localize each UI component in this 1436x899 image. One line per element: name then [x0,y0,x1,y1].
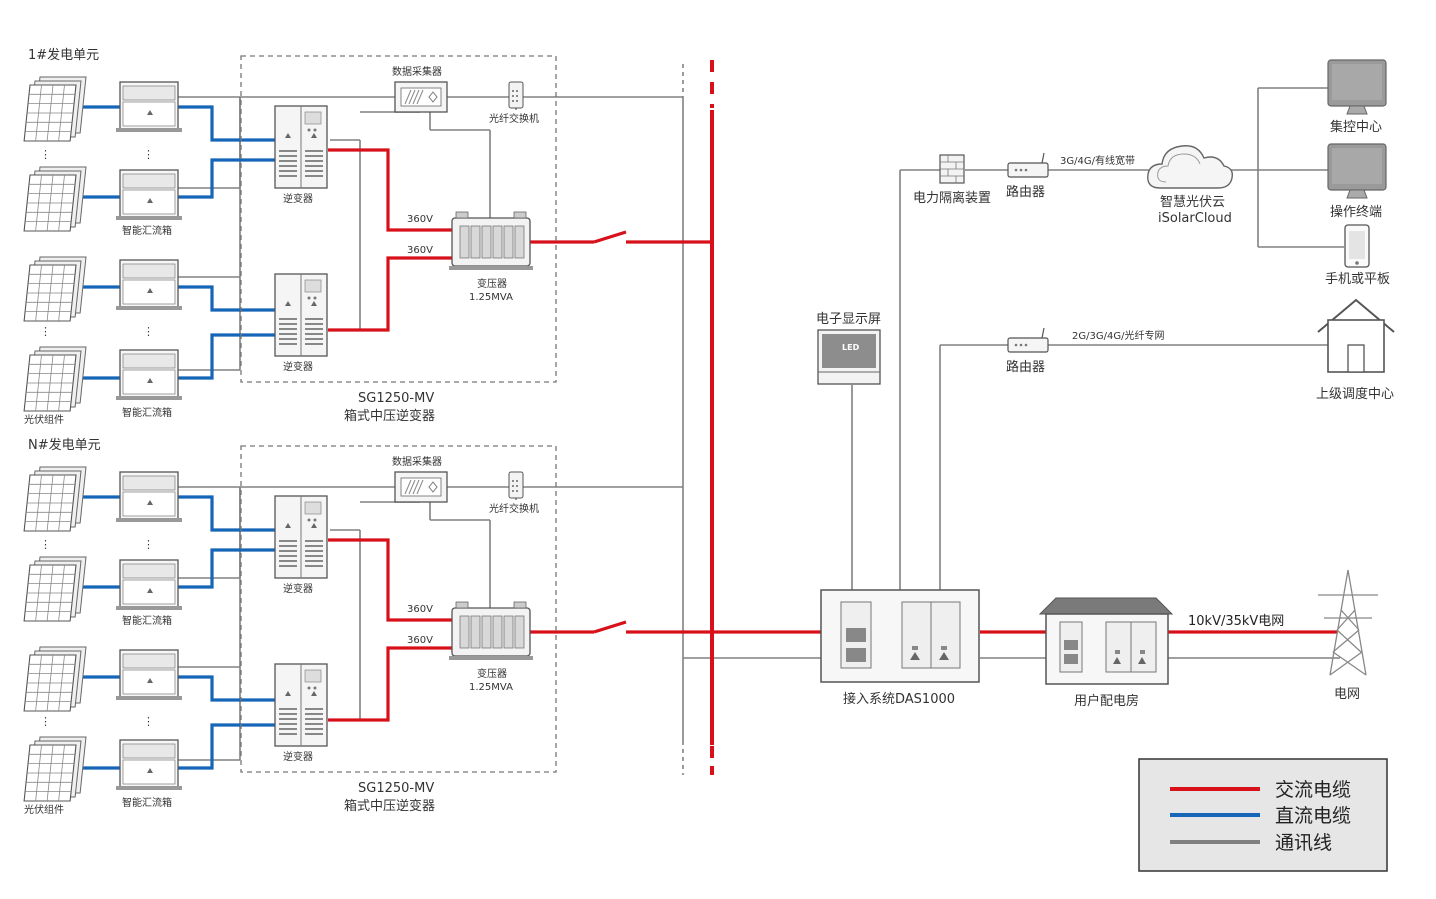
combiner-dots: ⋮ [143,325,154,338]
fiber-switch-label: 光纤交换机 [489,502,539,515]
model-label: SG1250-MV [358,391,434,406]
fiber-switch-icon [508,471,524,499]
inverter-label: 逆变器 [283,360,313,373]
dc-cable-lines [78,105,275,770]
mobile-icon [1344,224,1370,268]
pv-dots: ⋮ [40,148,51,161]
model-label: SG1250-MV [358,781,434,796]
inverter-label: 逆变器 [283,750,313,763]
led-text: LED [842,343,860,352]
pv-dots: ⋮ [40,715,51,728]
pv-dots: ⋮ [40,538,51,551]
legend-dc-label: 直流电缆 [1275,805,1351,827]
inverter-station-boundary [240,55,557,383]
monitor-icon [1327,143,1387,199]
router-label: 路由器 [1006,184,1045,200]
transformer-rating: 1.25MVA [469,682,513,693]
fiber-switch-label: 光纤交换机 [489,112,539,125]
pv-array-icon [23,76,87,412]
monitor-center-label: 集控中心 [1330,119,1382,135]
unit-title: 1#发电单元 [28,47,99,63]
generation-unit-n: N#发电单元 ⋮ ⋮ 光伏组件 ⋮ ⋮ 智能汇流箱 智能汇流箱 逆变器 逆变器 … [23,437,557,816]
operation-terminal-label: 操作终端 [1330,204,1382,220]
isolation-label: 电力隔离装置 [913,190,991,206]
collector-label: 数据采集器 [392,455,442,468]
voltage-label: 360V [407,245,433,256]
transformer-label: 变压器 [477,277,507,290]
grid-voltage-label: 10kV/35kV电网 [1188,614,1284,629]
combiner-dots: ⋮ [143,715,154,728]
unit-title: N#发电单元 [28,437,101,453]
router-icon [1007,152,1049,178]
router-label: 路由器 [1006,359,1045,375]
grid-label: 电网 [1334,687,1360,702]
tower-icon [1318,569,1378,676]
data-collector-icon [394,81,448,113]
distribution-room-icon [1038,597,1174,685]
generation-unit-1: 1#发电单元 ⋮ ⋮ 光伏组件 ⋮ ⋮ 智能汇流箱 智能汇流箱 逆变器 逆变器 … [23,47,557,426]
pv-label: 光伏组件 [24,803,64,816]
display-label: 电子显示屏 [816,312,881,327]
das-label: 接入系统DAS1000 [843,691,955,707]
combiner-box-icon [115,471,183,791]
transformer-icon [448,601,534,661]
legend-ac-label: 交流电缆 [1275,779,1351,801]
link-label: 2G/3G/4G/光纤专网 [1072,329,1164,342]
transformer-icon [448,211,534,271]
network-side: 电力隔离装置 路由器 3G/4G/有线宽带 智慧光伏云 iSolarCloud … [816,59,1395,709]
cloud-label-en: iSolarCloud [1158,211,1232,226]
distribution-room-label: 用户配电房 [1074,693,1139,709]
dispatch-center-label: 上级调度中心 [1316,386,1394,402]
combiner-label: 智能汇流箱 [122,796,172,809]
combiner-label: 智能汇流箱 [122,224,172,237]
combiner-label: 智能汇流箱 [122,406,172,419]
combiner-label: 智能汇流箱 [122,614,172,627]
firewall-icon [939,154,965,184]
transformer-rating: 1.25MVA [469,292,513,303]
fiber-switch-icon [508,81,524,109]
ac-cable-lines [328,60,1338,775]
voltage-label: 360V [407,604,433,615]
inverter-label: 逆变器 [283,582,313,595]
router-icon [1007,327,1049,353]
voltage-label: 360V [407,635,433,646]
monitor-icon [1327,59,1387,115]
pv-array-icon [23,466,87,802]
data-collector-icon [394,471,448,503]
combiner-dots: ⋮ [143,538,154,551]
inverter-station-boundary [240,445,557,773]
model-desc: 箱式中压逆变器 [344,408,435,424]
das-cabinet-icon [820,589,980,683]
link-label: 3G/4G/有线宽带 [1060,154,1135,167]
pv-label: 光伏组件 [24,413,64,426]
legend-comm-label: 通讯线 [1275,832,1332,854]
inverter-icon [274,495,328,747]
combiner-dots: ⋮ [143,148,154,161]
house-icon [1317,298,1395,373]
cloud-label: 智慧光伏云 [1160,194,1225,210]
legend: 交流电缆 直流电缆 通讯线 [1138,758,1388,872]
inverter-label: 逆变器 [283,192,313,205]
combiner-box-icon [115,81,183,401]
inverter-icon [274,105,328,357]
voltage-label: 360V [407,214,433,225]
collector-label: 数据采集器 [392,65,442,78]
cloud-icon [1147,145,1234,189]
pv-dots: ⋮ [40,325,51,338]
model-desc: 箱式中压逆变器 [344,798,435,814]
mobile-label: 手机或平板 [1325,272,1390,287]
led-display-icon [817,329,881,385]
transformer-label: 变压器 [477,667,507,680]
